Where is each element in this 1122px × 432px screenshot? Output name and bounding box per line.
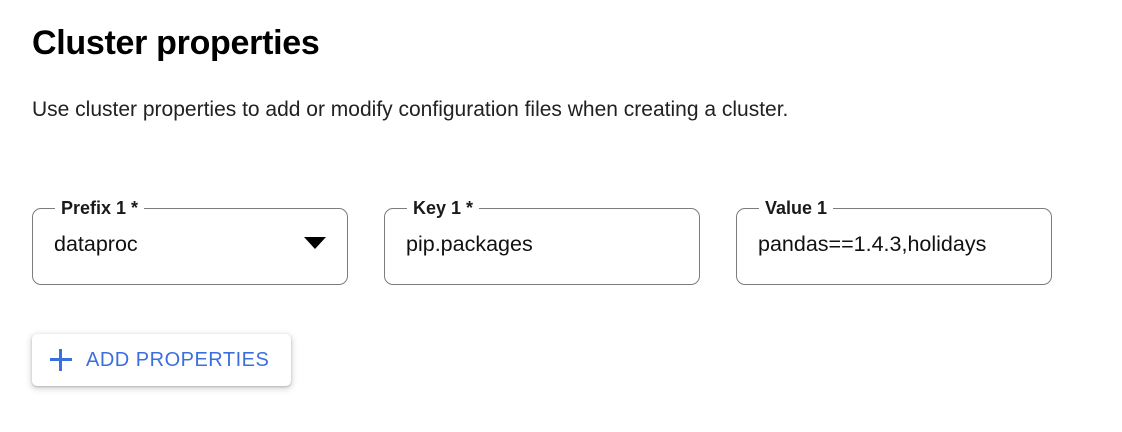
- key-field-label: Key 1 *: [413, 198, 474, 218]
- plus-icon: [50, 349, 72, 371]
- value-field-value[interactable]: pandas==1.4.3,holidays: [758, 232, 987, 256]
- page-subtitle: Use cluster properties to add or modify …: [32, 98, 789, 121]
- key-field-value[interactable]: pip.packages: [406, 232, 533, 256]
- prefix-field-label: Prefix 1 *: [61, 198, 139, 218]
- page-title: Cluster properties: [32, 24, 320, 62]
- value-field[interactable]: Value 1 pandas==1.4.3,holidays: [736, 199, 1052, 285]
- value-field-label: Value 1: [765, 198, 828, 218]
- add-properties-button-label: ADD PROPERTIES: [86, 349, 270, 371]
- properties-row: Prefix 1 * dataproc Key 1 * pip.packages…: [32, 199, 1052, 285]
- add-properties-button[interactable]: ADD PROPERTIES: [32, 334, 292, 386]
- chevron-down-icon[interactable]: [304, 237, 326, 249]
- prefix-field[interactable]: Prefix 1 * dataproc: [32, 199, 348, 285]
- key-field[interactable]: Key 1 * pip.packages: [384, 199, 700, 285]
- prefix-field-value[interactable]: dataproc: [54, 232, 138, 256]
